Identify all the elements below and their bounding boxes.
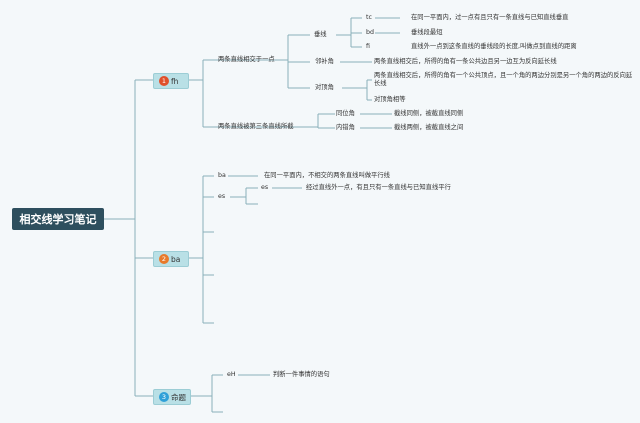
text-fi: 直线外一点到这条直线的垂线段的长度,叫做点到直线的距离 — [411, 43, 577, 50]
topic-vertical-angles[interactable]: 对顶角 — [315, 84, 334, 91]
topic-cut-by-third-line[interactable]: 两条直线被第三条直线所截 — [218, 123, 294, 130]
node-es[interactable]: es — [218, 193, 226, 200]
root-topic[interactable]: 相交线学习笔记 — [12, 208, 104, 230]
branch-label: 命题 — [171, 392, 186, 402]
text-vertical-angles-equal: 对顶角相等 — [374, 96, 406, 103]
branch-number-badge: 1 — [159, 76, 169, 86]
branch-number-badge: 2 — [159, 254, 169, 264]
node-es-sub[interactable]: es — [261, 184, 269, 191]
text-vertical-angles: 两条直线相交后，所得的角有一个公共顶点，且一个角的两边分别是另一个角的两边的反向… — [374, 72, 633, 87]
text-adjacent-supplementary: 两条直线相交后，所得的角有一条公共边且另一边互为反向延长线 — [374, 58, 557, 65]
node-bd[interactable]: bd — [366, 29, 374, 36]
topic-corresponding-angles[interactable]: 同位角 — [336, 110, 355, 117]
text-tc: 在同一平面内，过一点有且只有一条直线与已知直线垂直 — [411, 14, 569, 21]
branch-node-2[interactable]: 2 ba — [153, 251, 189, 267]
text-parallel-axiom: 经过直线外一点，有且只有一条直线与已知直线平行 — [306, 184, 451, 191]
node-ba[interactable]: ba — [218, 172, 226, 179]
branch-node-3[interactable]: 3 命题 — [153, 389, 191, 405]
text-alternate-angles: 截线两侧，被截直线之间 — [394, 124, 464, 131]
branch-node-1[interactable]: 1 fh — [153, 73, 189, 89]
text-proposition-definition: 判断一件事情的语句 — [273, 371, 330, 378]
topic-adjacent-supplementary[interactable]: 邻补角 — [315, 58, 334, 65]
text-corresponding-angles: 截线同侧，被截直线同侧 — [394, 110, 464, 117]
branch-label: fh — [171, 76, 179, 86]
branch-number-badge: 3 — [159, 392, 169, 402]
text-parallel-definition: 在同一平面内，不相交的两条直线叫做平行线 — [264, 172, 390, 179]
topic-alternate-angles[interactable]: 内错角 — [336, 124, 355, 131]
node-eh[interactable]: eH — [227, 371, 236, 378]
node-fi[interactable]: fi — [366, 43, 370, 50]
text-bd: 垂线段最短 — [411, 29, 443, 36]
topic-intersect-one-point[interactable]: 两条直线相交于一点 — [218, 56, 275, 63]
topic-perpendicular[interactable]: 垂线 — [314, 31, 327, 38]
node-tc[interactable]: tc — [366, 14, 372, 21]
branch-label: ba — [171, 254, 181, 264]
